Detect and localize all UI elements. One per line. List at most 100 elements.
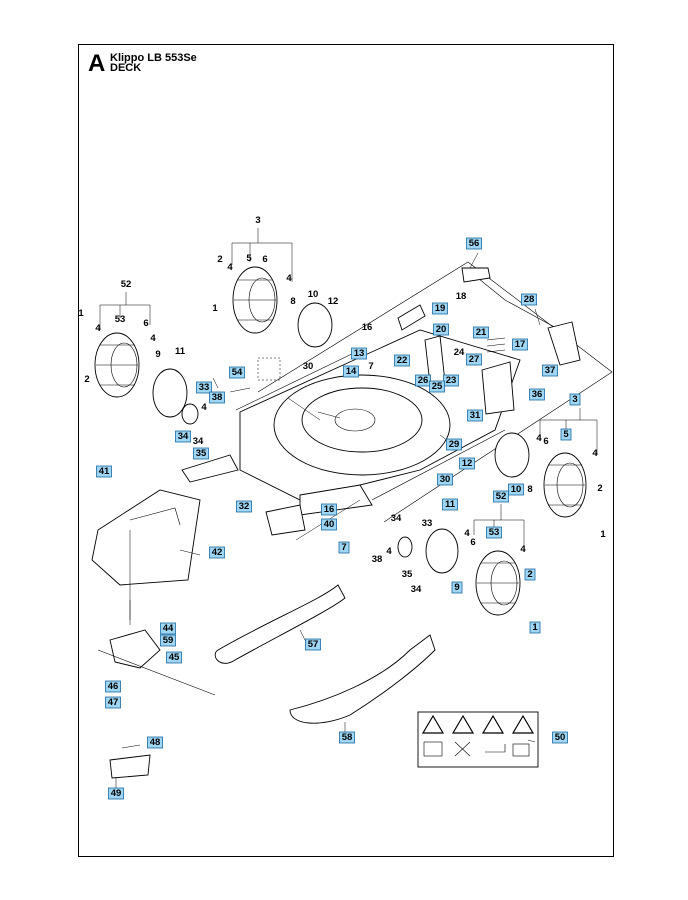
part-label-34: 34 xyxy=(175,430,191,443)
part-number: 49 xyxy=(111,788,122,799)
part-label-4: 4 xyxy=(536,433,542,444)
wheel-cover-12 xyxy=(494,432,530,478)
part-label-16: 16 xyxy=(321,503,337,516)
part-label-7: 7 xyxy=(338,541,350,554)
height-bar xyxy=(467,269,561,331)
part-label-14: 14 xyxy=(343,365,359,378)
gear-34 xyxy=(181,403,199,425)
part-label-37: 37 xyxy=(542,364,558,377)
part-number: 2 xyxy=(84,374,89,385)
gear-35 xyxy=(397,536,413,558)
part-label-54: 54 xyxy=(229,366,245,379)
part-number: 2 xyxy=(217,254,222,265)
wheel-cover-9 xyxy=(425,528,459,574)
part-number: 52 xyxy=(121,279,132,290)
bracket-37 xyxy=(547,321,581,366)
part-label-17: 17 xyxy=(512,338,528,351)
part-label-33: 33 xyxy=(422,518,433,529)
part-number: 35 xyxy=(196,448,207,459)
part-number: 4 xyxy=(592,448,598,459)
part-label-10: 10 xyxy=(508,483,524,496)
part-number: 12 xyxy=(462,458,473,469)
part-label-9: 9 xyxy=(451,581,463,594)
belt-58 xyxy=(289,634,436,724)
part-label-38: 38 xyxy=(209,391,225,404)
part-number: 4 xyxy=(520,544,526,555)
part-number: 57 xyxy=(308,639,319,650)
part-label-12: 12 xyxy=(459,457,475,470)
part-label-tag xyxy=(512,338,528,351)
part-number: 59 xyxy=(163,635,174,646)
part-number: 53 xyxy=(115,314,126,325)
part-number: 52 xyxy=(496,491,507,502)
part-number: 22 xyxy=(397,355,408,366)
leader-line xyxy=(99,292,151,330)
leader-line xyxy=(229,387,251,393)
part-number: 41 xyxy=(99,466,110,477)
part-label-tag xyxy=(433,323,449,336)
part-label-tag xyxy=(108,787,124,800)
cup-49 xyxy=(109,754,151,779)
part-label-tag xyxy=(229,366,245,379)
part-label-tag xyxy=(429,380,445,393)
part-number: 47 xyxy=(108,697,119,708)
part-label-4: 4 xyxy=(95,323,101,334)
part-label-58: 58 xyxy=(339,731,355,744)
part-label-4: 4 xyxy=(386,546,392,557)
part-number: 23 xyxy=(446,375,457,386)
part-number: 9 xyxy=(454,582,459,593)
part-number: 5 xyxy=(563,429,569,440)
part-label-4: 4 xyxy=(150,333,156,344)
rear-bracket xyxy=(265,504,306,536)
part-label-tag xyxy=(432,302,448,315)
part-54-box xyxy=(257,357,281,381)
part-number: 4 xyxy=(150,333,156,344)
part-label-4: 4 xyxy=(286,273,292,284)
wheel-right-rear-tread xyxy=(545,464,585,506)
part-label-20: 20 xyxy=(433,323,449,336)
part-label-tag xyxy=(321,518,337,531)
part-number: 7 xyxy=(341,542,346,553)
part-number: 13 xyxy=(354,348,365,359)
leader-line xyxy=(473,504,525,550)
part-label-6: 6 xyxy=(470,537,475,548)
part-label-tag xyxy=(560,428,572,441)
part-number: 1 xyxy=(78,308,84,319)
part-label-tag xyxy=(508,483,524,496)
part-label-56: 56 xyxy=(466,237,482,250)
part-number: 34 xyxy=(411,584,422,595)
part-number: 6 xyxy=(543,436,548,447)
part-label-21: 21 xyxy=(473,326,489,339)
part-label-8: 8 xyxy=(290,296,295,307)
part-number: 16 xyxy=(324,504,335,515)
part-number: 3 xyxy=(255,215,260,226)
part-label-tag xyxy=(236,500,252,513)
part-number: 8 xyxy=(290,296,295,307)
part-label-tag xyxy=(521,293,537,306)
part-label-27: 27 xyxy=(466,353,482,366)
part-label-tag xyxy=(209,546,225,559)
part-label-48: 48 xyxy=(147,736,163,749)
leader-line xyxy=(469,252,479,269)
part-label-tag xyxy=(415,374,431,387)
part-label-tag xyxy=(209,391,225,404)
part-label-47: 47 xyxy=(105,696,121,709)
part-number: 8 xyxy=(527,484,532,495)
part-label-tag xyxy=(339,731,355,744)
wheel-upper-tread xyxy=(234,279,276,321)
part-number: 45 xyxy=(169,652,180,663)
part-number: 1 xyxy=(600,529,606,540)
part-number: 35 xyxy=(402,569,413,580)
part-label-11: 11 xyxy=(442,498,458,511)
part-number: 30 xyxy=(440,474,451,485)
part-label-tag xyxy=(524,568,536,581)
gearbox-cover-detail xyxy=(129,507,181,526)
part-number: 42 xyxy=(212,547,223,558)
part-label-tag xyxy=(552,731,568,744)
part-label-40: 40 xyxy=(321,518,337,531)
part-label-50: 50 xyxy=(552,731,568,744)
leader-line xyxy=(212,377,219,389)
part-number: 37 xyxy=(545,365,556,376)
part-number: 10 xyxy=(511,484,522,495)
part-label-41: 41 xyxy=(96,465,112,478)
